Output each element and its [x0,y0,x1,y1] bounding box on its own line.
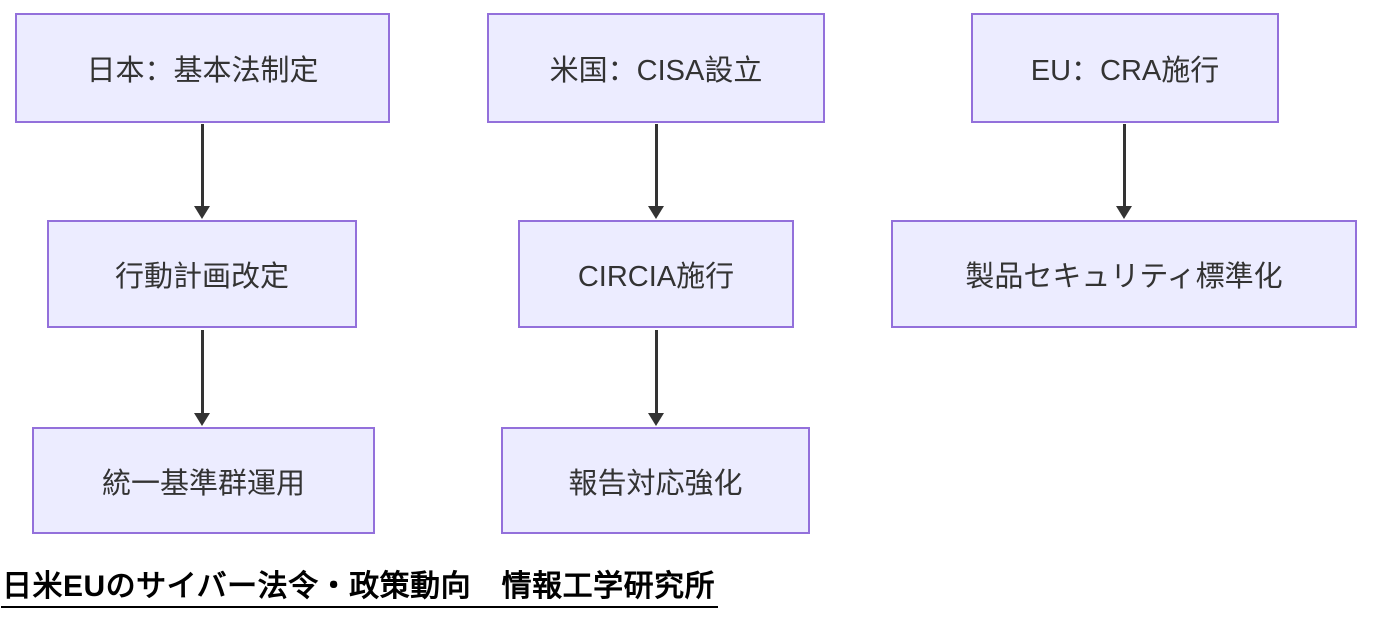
node-japan-basic-law: 日本：基本法制定 [15,13,390,123]
arrow-down-icon [194,330,210,426]
arrow-down-icon [648,330,664,426]
node-japan-unified-standards: 統一基準群運用 [32,427,375,534]
arrow-down-icon [648,124,664,219]
node-us-cisa: 米国：CISA設立 [487,13,825,123]
arrow-down-icon [194,124,210,219]
arrow-down-icon [1116,124,1132,219]
arrow-head [194,206,210,219]
arrow-head [648,206,664,219]
arrow-shaft [201,124,204,208]
arrow-head [194,413,210,426]
arrow-shaft [655,330,658,415]
node-us-circia: CIRCIA施行 [518,220,794,328]
arrow-shaft [1123,124,1126,208]
arrow-head [1116,206,1132,219]
arrow-head [648,413,664,426]
arrow-shaft [201,330,204,415]
arrow-shaft [655,124,658,208]
diagram-caption: 日米EUのサイバー法令・政策動向 情報工学研究所 [1,570,719,608]
node-us-reporting: 報告対応強化 [501,427,810,534]
node-eu-product-security: 製品セキュリティ標準化 [891,220,1357,328]
node-japan-action-plan: 行動計画改定 [47,220,357,328]
node-eu-cra: EU：CRA施行 [971,13,1279,123]
